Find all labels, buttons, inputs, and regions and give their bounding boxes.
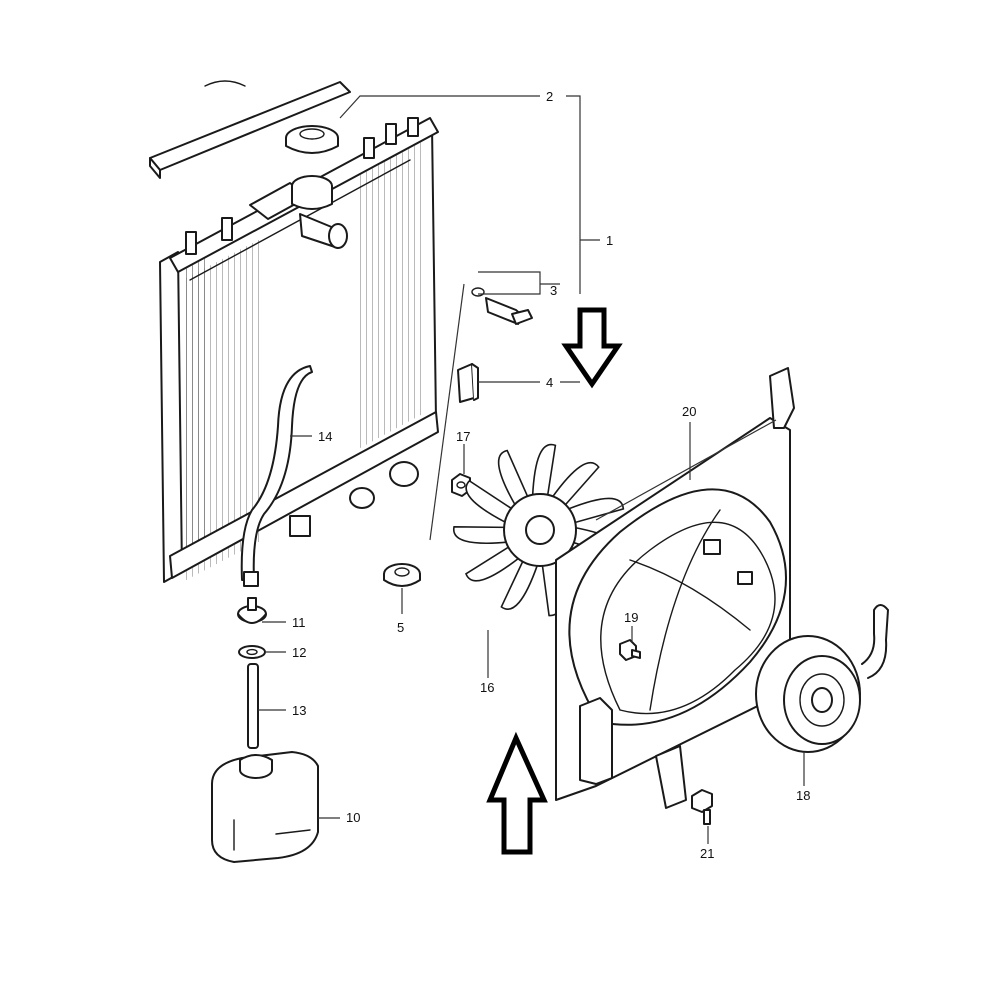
reservoir-tube [247,663,259,749]
callout-labels: 2 1 3 4 14 17 20 11 5 19 12 16 13 18 10 … [292,89,810,861]
fan-blade-vane [453,525,510,545]
callout-4: 4 [546,375,553,390]
fan-hub-center [525,515,555,545]
callout-17: 17 [456,429,470,444]
leader-lines [258,95,805,844]
fan-blade-vane [566,497,625,524]
thermo-switch [471,287,533,325]
up-arrow-icon [486,731,548,855]
callout-11: 11 [292,615,306,630]
fan-blade-vane [497,449,530,508]
fan-blade-vane [465,479,514,525]
fan-motor [755,604,889,753]
fan-blade-vane [531,443,557,498]
fan-blade-vane [464,545,521,582]
callout-12: 12 [292,645,306,660]
callout-1: 1 [606,233,613,248]
shroud-bolt-19 [619,639,641,661]
reservoir-cap [237,597,267,624]
callout-10: 10 [346,810,360,825]
rubber-bushing [383,563,421,587]
callout-16: 16 [480,680,494,695]
callout-21: 21 [700,846,714,861]
callout-2: 2 [546,89,553,104]
callout-3: 3 [550,283,557,298]
fan-blade-vane [500,558,539,610]
fan-shroud [555,367,795,809]
callout-18: 18 [796,788,810,803]
reservoir-hose [240,365,313,587]
down-arrow-icon [561,307,623,389]
callout-13: 13 [292,703,306,718]
fan-blade-vane [550,462,600,508]
radiator-cap [285,125,339,154]
callout-14: 14 [318,429,332,444]
reservoir-tank [211,751,319,863]
radiator [159,117,439,583]
callout-19: 19 [624,610,638,625]
callout-5: 5 [397,620,404,635]
reservoir-washer [238,645,266,659]
upper-support-bar [149,80,351,179]
callout-20: 20 [682,404,696,419]
shroud-bolt-21 [691,789,713,825]
clip [457,363,479,403]
